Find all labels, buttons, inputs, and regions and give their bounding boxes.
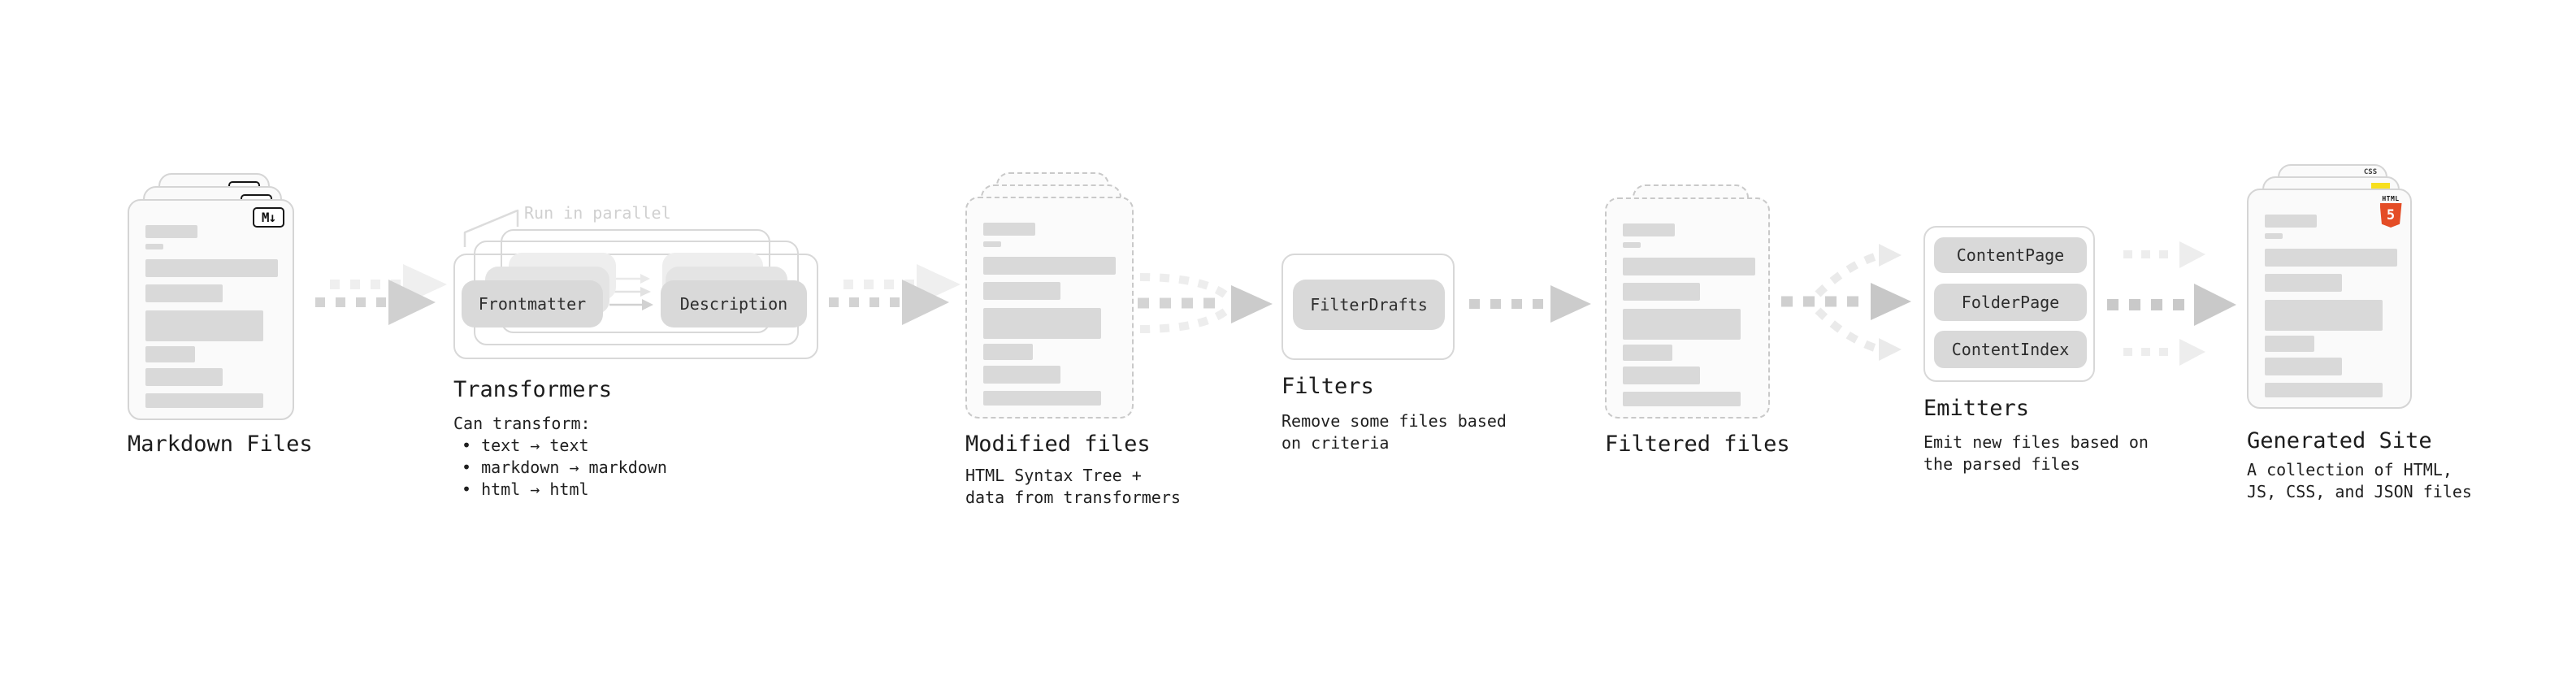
skeleton-row (1623, 283, 1700, 301)
filtered-doc-front (1605, 197, 1770, 419)
filters-caption: Remove some files based on criteria (1281, 410, 1507, 454)
contentindex-pill: ContentIndex (1934, 331, 2087, 368)
skeleton-row (145, 310, 263, 341)
arrow-modified-to-filters (1138, 273, 1273, 333)
contentpage-pill: ContentPage (1934, 237, 2087, 273)
arrow-emitters-to-generated (2107, 241, 2236, 366)
arrow-filters-to-filtered (1469, 285, 1591, 323)
run-in-parallel-note: Run in parallel (524, 203, 671, 223)
caption-line: Remove some files based (1281, 411, 1507, 431)
caption-line: the parsed files (1923, 454, 2080, 474)
skeleton-row (983, 223, 1035, 236)
skeleton-row (1623, 309, 1741, 340)
skeleton-row (145, 368, 223, 386)
skeleton-row (983, 241, 1001, 247)
skeleton-row (1623, 345, 1672, 361)
filters-title: Filters (1281, 374, 1374, 399)
caption-line: • html → html (462, 479, 589, 499)
skeleton-row (983, 344, 1033, 360)
folderpage-pill: FolderPage (1934, 284, 2087, 321)
modified-files-caption: HTML Syntax Tree + data from transformer… (965, 465, 1181, 509)
html5-icon: HTML 5 (2379, 195, 2402, 228)
html5-icon-label: HTML (2382, 195, 2400, 202)
skeleton-row (983, 366, 1060, 384)
html5-icon-shield: 5 (2379, 203, 2402, 228)
markdown-files-title: Markdown Files (128, 432, 313, 457)
caption-line: data from transformers (965, 488, 1181, 507)
caption-line: Emit new files based on (1923, 432, 2149, 452)
skeleton-row (145, 284, 223, 302)
emitters-caption: Emit new files based on the parsed files (1923, 432, 2149, 475)
skeleton-row (2265, 358, 2342, 375)
arrow-markdown-to-transformers (315, 280, 436, 325)
modified-files-title: Modified files (965, 432, 1151, 457)
filtered-files-title: Filtered files (1605, 432, 1790, 457)
emitters-box (1923, 226, 2095, 382)
caption-line: JS, CSS, and JSON files (2247, 482, 2472, 501)
skeleton-row (145, 225, 197, 238)
skeleton-row (2265, 215, 2317, 228)
caption-line: • text → text (462, 436, 589, 455)
transformers-caption: Can transform: • text → text • markdown … (453, 413, 667, 501)
caption-line: Can transform: (453, 414, 591, 433)
transformers-title: Transformers (453, 377, 613, 402)
arrow-transformers-to-modified (829, 280, 949, 325)
caption-line: HTML Syntax Tree + (965, 466, 1142, 485)
skeleton-row (983, 391, 1101, 406)
skeleton-row (2265, 233, 2283, 239)
frontmatter-pill: Frontmatter (462, 280, 603, 327)
transformer-box-front (453, 254, 818, 359)
skeleton-row (2265, 300, 2383, 331)
caption-line: on criteria (1281, 433, 1390, 453)
modified-doc-front (965, 197, 1134, 419)
description-pill: Description (661, 280, 807, 327)
skeleton-row (2265, 383, 2383, 397)
generated-site-title: Generated Site (2247, 428, 2432, 453)
skeleton-row (145, 259, 278, 277)
skeleton-row (1623, 367, 1700, 384)
skeleton-row (145, 244, 163, 249)
skeleton-row (2265, 274, 2342, 292)
markdown-doc-front: M↓ (128, 199, 294, 420)
arrow-transformers-to-modified-ghost (843, 264, 961, 305)
generated-doc-html: HTML 5 (2247, 189, 2412, 409)
skeleton-row (145, 346, 195, 362)
css-icon-label: CSS (2363, 168, 2378, 176)
arrow-filtered-to-emitters (1781, 244, 1911, 361)
skeleton-row (1623, 242, 1641, 248)
generated-site-caption: A collection of HTML, JS, CSS, and JSON … (2247, 459, 2472, 503)
skeleton-row (2265, 249, 2397, 267)
skeleton-row (2265, 336, 2314, 352)
markdown-icon: M↓ (253, 207, 284, 228)
html5-icon-number: 5 (2386, 207, 2396, 223)
skeleton-row (983, 308, 1101, 339)
skeleton-row (1623, 223, 1675, 236)
caption-line: • markdown → markdown (462, 458, 667, 477)
caption-line: A collection of HTML, (2247, 460, 2452, 479)
skeleton-row (145, 393, 263, 408)
emitters-title: Emitters (1923, 396, 2030, 421)
skeleton-row (983, 257, 1116, 275)
filters-box (1281, 254, 1455, 360)
arrow-markdown-to-transformers-ghost (330, 264, 447, 305)
skeleton-row (1623, 392, 1741, 406)
skeleton-row (983, 282, 1060, 300)
filterdrafts-pill: FilterDrafts (1293, 280, 1445, 330)
skeleton-row (1623, 258, 1755, 275)
